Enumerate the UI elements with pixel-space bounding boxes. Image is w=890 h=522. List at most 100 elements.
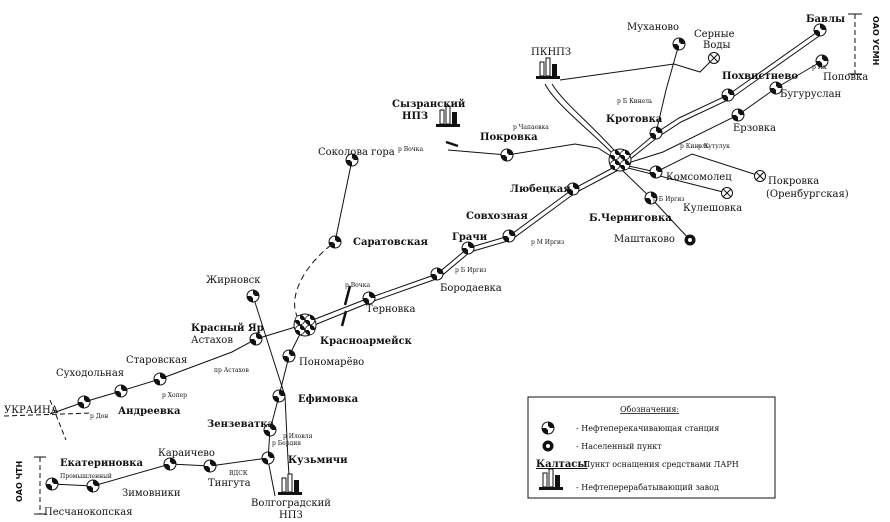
station-ekaterinovka[interactable] [45, 477, 59, 491]
label-popovka: Поповка [823, 72, 868, 83]
station-efimovka[interactable] [272, 389, 286, 403]
place-labels: Бавлы Муханово Серные Воды ПКНПЗ Похвист… [4, 14, 880, 521]
label-krasnoarmeysk: Красноармейск [320, 336, 413, 347]
label-b-cherigovka: Б.Черниговка [589, 213, 672, 224]
station-andreevka[interactable] [77, 395, 91, 409]
label-kuzmichi: Кузьмичи [288, 455, 348, 466]
label-ponomarevo: Пономарёво [299, 357, 364, 368]
river-vocha1: р Вочка [398, 146, 423, 153]
station-kuzmichi[interactable] [261, 451, 275, 465]
label-vdsk: ВДСК [229, 470, 248, 477]
station-erzovka[interactable] [731, 108, 745, 122]
label-starorovskaya: Старовская [126, 355, 187, 366]
station-pokrovka[interactable] [500, 148, 514, 162]
label-karanchevo: Караичево [158, 448, 215, 459]
station-zimovniki[interactable] [86, 479, 100, 493]
label-tinguta: Тингута [208, 478, 251, 489]
station-sovkhoznaya[interactable] [502, 229, 516, 243]
river-ik: р Ик [812, 64, 827, 71]
label-mukhanovo: Муханово [627, 22, 679, 33]
river-vocha2: р Вочка [345, 282, 370, 289]
river-crossings [340, 140, 459, 327]
label-sovkhoznaya: Совхозная [466, 211, 528, 222]
refinery-volgograd-icon[interactable] [277, 473, 303, 496]
station-astakhov[interactable] [249, 332, 263, 346]
station-komsomolets[interactable] [649, 165, 663, 179]
refinery-pknpz-icon[interactable] [535, 57, 561, 80]
label-bavly: Бавлы [806, 14, 845, 25]
river-ilovlya: р Иловля [283, 433, 313, 440]
river-bolshoy-kinel: р Б Кинель [617, 98, 653, 105]
label-pokrovka: Покровка [480, 132, 538, 143]
label-zimovniki: Зимовники [122, 488, 181, 499]
label-lyubetskaya: Любецкая [510, 184, 571, 195]
label-buguruslan: Бугуруслан [780, 89, 842, 100]
station-ternovka[interactable] [362, 291, 376, 305]
point-pokrovka-orenburg[interactable] [754, 170, 766, 182]
legend-title: Обозначения: [620, 405, 679, 414]
station-tinguta[interactable] [163, 457, 177, 471]
station-bavly[interactable] [813, 23, 827, 37]
label-vody: Воды [703, 40, 731, 51]
borders [3, 13, 862, 515]
station-krotovka[interactable] [649, 126, 663, 140]
label-pokhvistnevo: Похвистнево [722, 71, 798, 82]
station-starorovskaya[interactable] [153, 372, 167, 386]
river-b-irgiz2: р Б Иргиз [455, 267, 487, 274]
label-syzran2: НПЗ [402, 111, 428, 122]
legend-settlement-text: - Населенный пункт [576, 442, 662, 451]
label-zhirnovsk: Жирновск [206, 275, 261, 286]
river-khoper: р Хопер [162, 392, 187, 399]
river-kinel: р Кинель [680, 143, 710, 150]
legend: Обозначения: - Нефтеперекачивающая станц… [527, 396, 776, 499]
river-m-irgiz: р М Иргиз [531, 239, 564, 246]
station-sukhodolnaya[interactable] [114, 384, 128, 398]
legend-larn-sample: Калтасы [536, 459, 587, 470]
label-ukraina: УКРАИНА [4, 405, 59, 416]
legend-refinery-text: - Нефтеперерабатывающий завод [576, 483, 719, 492]
label-volgograd2: НПЗ [279, 510, 303, 521]
station-borodaevka[interactable] [430, 267, 444, 281]
legend-station-icon [541, 421, 555, 435]
label-erzovka: Ерзовка [733, 123, 776, 134]
label-komsomolets: Комсомолец [666, 172, 732, 183]
label-saratovskaya: Саратовская [353, 237, 429, 248]
river-astakhov: пр Астахов [214, 367, 250, 374]
label-promyshl: Промышленный [60, 473, 112, 480]
station-saratovskaya[interactable] [328, 235, 342, 249]
point-sernye-vody[interactable] [708, 52, 720, 64]
river-b-irgiz1: р Б Иргиз [653, 196, 685, 203]
label-ternovka: Терновка [366, 304, 416, 315]
label-oao-chtn: ОАО ЧТН [15, 461, 24, 502]
settlement-mashtakovo[interactable] [684, 234, 696, 246]
label-volgograd1: Волгоградский [251, 498, 331, 509]
label-andreevka: Андреевка [118, 406, 181, 417]
station-mukhanovo[interactable] [672, 37, 686, 51]
label-efimovka: Ефимовка [298, 394, 359, 405]
label-krotovka: Кротовка [606, 114, 663, 125]
label-syzran1: Сызранский [392, 99, 466, 110]
river-berdia: р Бердия [272, 440, 301, 447]
label-peschanokop: Песчанокопская [44, 507, 133, 518]
label-pknpz: ПКНПЗ [531, 47, 571, 58]
station-pokhvistnevo[interactable] [721, 88, 735, 102]
label-ekaterinovka: Екатериновка [60, 458, 143, 469]
label-sukhodolnaya: Суходольная [56, 368, 124, 379]
legend-settlement-icon [542, 440, 554, 452]
label-sokolova: Соколова гора [318, 147, 395, 158]
station-grachi[interactable] [461, 241, 475, 255]
point-kuleshovka[interactable] [721, 187, 733, 199]
hub-samara[interactable] [608, 148, 632, 172]
label-zenzevatka: Зензеватка [207, 419, 274, 430]
river-don: р Дон [90, 413, 108, 420]
station-ponomarevo[interactable] [282, 349, 296, 363]
station-zhirnovsk[interactable] [246, 289, 260, 303]
hub-krasnoarmeysk[interactable] [293, 313, 317, 337]
label-pokrovka-or1: Покровка [768, 176, 819, 187]
legend-larn-text: - Пункт оснащения средствами ЛАРН [578, 460, 739, 469]
label-mashtakovo: Маштаково [614, 234, 675, 245]
label-sernye: Серные [694, 29, 735, 40]
label-grachi: Грачи [452, 232, 488, 243]
station-karanchevo[interactable] [203, 459, 217, 473]
